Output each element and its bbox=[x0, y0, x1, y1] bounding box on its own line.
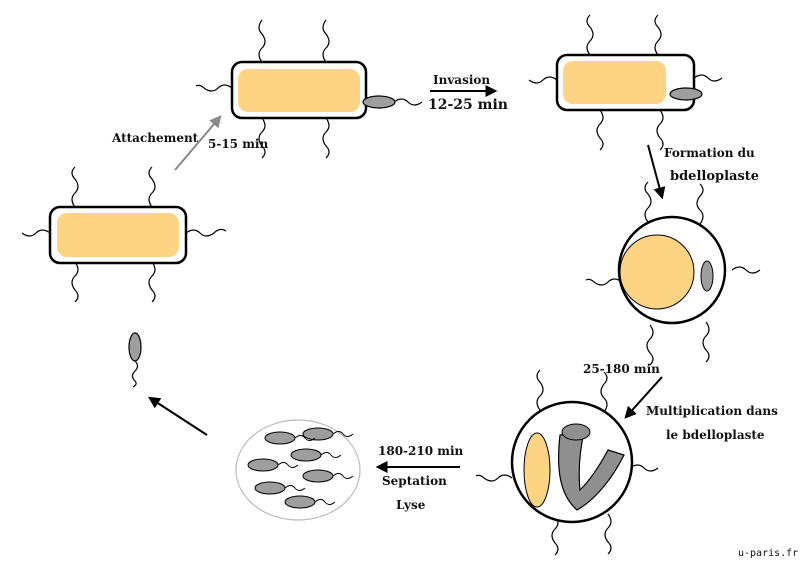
multiplication-arrow bbox=[624, 376, 663, 419]
septation-label-line1: Septation bbox=[382, 474, 447, 488]
multiplication-label-line2: le bdelloplaste bbox=[666, 428, 765, 442]
bdelloplast bbox=[585, 181, 761, 366]
septation-time: 180-210 min bbox=[378, 444, 464, 458]
growing-predator-filament bbox=[558, 431, 625, 511]
attachement-time: 5-15 min bbox=[208, 137, 268, 151]
predator-bdellovibrio bbox=[700, 260, 714, 292]
predator-bdellovibrio bbox=[669, 87, 703, 101]
predator-bdellovibrio bbox=[362, 95, 396, 109]
formation-arrow bbox=[647, 144, 666, 200]
invasion-time: 12-25 min bbox=[428, 97, 508, 113]
attachement-arrow bbox=[174, 115, 222, 171]
attachement-label: Attachement bbox=[111, 131, 199, 145]
invasion-label: Invasion bbox=[433, 73, 490, 87]
release-arrow bbox=[147, 396, 208, 436]
watermark: u-paris.fr bbox=[738, 548, 798, 559]
multiplication-time: 25-180 min bbox=[583, 362, 660, 376]
prey-cell-invasion bbox=[528, 14, 723, 151]
septation-label-line2: Lyse bbox=[396, 498, 426, 512]
bdelloplast-multiplication bbox=[475, 369, 659, 556]
prey-cell-initial bbox=[21, 166, 227, 303]
free-bdellovibrio bbox=[128, 332, 142, 388]
multiplication-label-line1: Multiplication dans bbox=[646, 404, 778, 418]
formation-label-line2: bdelloplaste bbox=[670, 169, 759, 184]
prey-cell-attached bbox=[195, 19, 423, 159]
lysed-bdelloplast bbox=[235, 419, 361, 521]
formation-label-line1: Formation du bbox=[664, 146, 755, 160]
